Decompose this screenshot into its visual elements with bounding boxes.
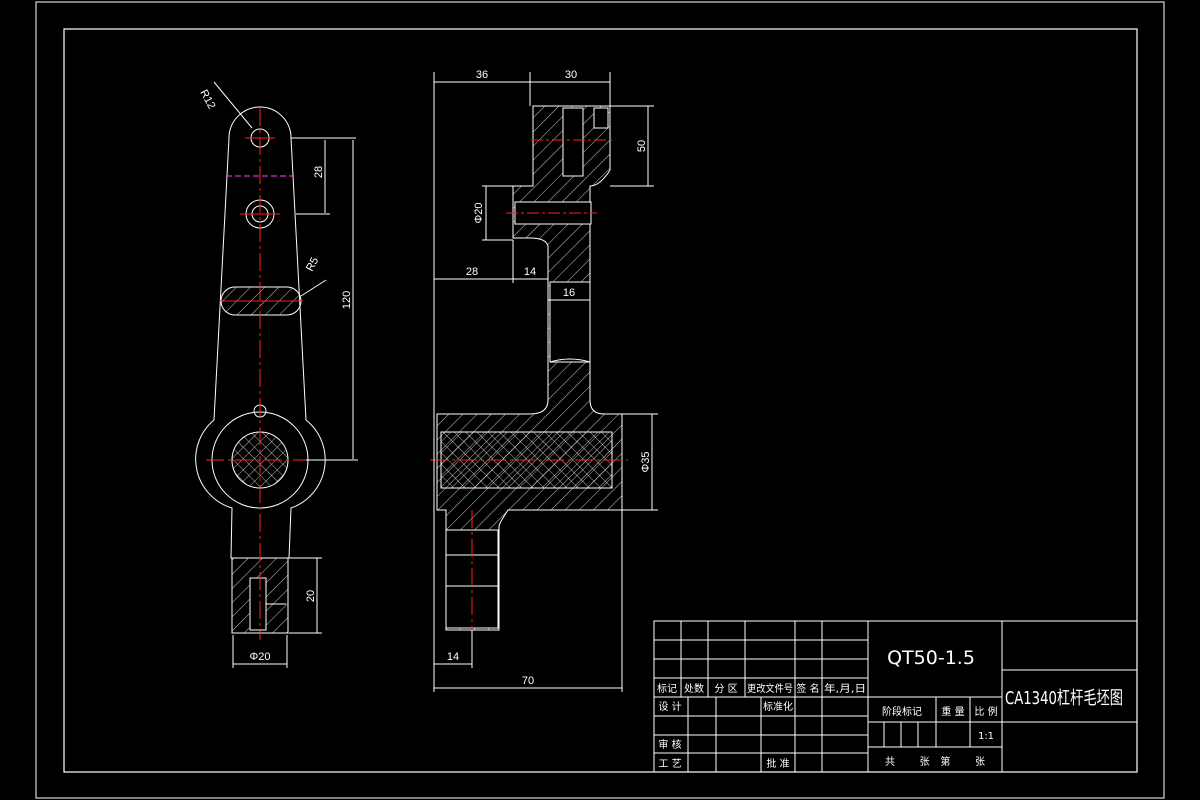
- dim-36: 36: [476, 69, 488, 81]
- front-view: [195, 81, 358, 668]
- tb-process: 工 艺: [658, 758, 681, 770]
- tb-stage-mark: 阶段标记: [882, 705, 922, 718]
- material-label: QT50-1.5: [887, 647, 975, 669]
- tb-scale-label: 比 例: [974, 705, 997, 718]
- tb-scale-value: 1:1: [978, 731, 994, 742]
- dim-30-top: 30: [565, 69, 577, 81]
- dim-50: 50: [636, 140, 648, 152]
- dim-phi20-mid: Φ20: [473, 202, 485, 223]
- web: [549, 281, 591, 363]
- tb-approve: 批 准: [766, 757, 789, 770]
- dim-14-b: 14: [447, 651, 459, 663]
- tb-mark: 标记: [657, 683, 677, 695]
- tb-review: 审 核: [658, 738, 681, 751]
- dim-70: 70: [522, 675, 534, 687]
- dim-phi20-bottom: Φ20: [249, 651, 270, 663]
- tb-count: 处数: [684, 682, 704, 695]
- tb-design: 设 计: [658, 700, 681, 713]
- bottom-slot: [249, 577, 267, 631]
- outer-border: [35, 1, 1165, 799]
- tb-date: 年,月,日: [824, 682, 866, 695]
- dim-r5: R5: [304, 255, 321, 273]
- title-block: [653, 620, 1138, 773]
- tb-weight: 重 量: [941, 705, 964, 718]
- dim-16: 16: [563, 287, 575, 299]
- tb-zone: 分 区: [714, 683, 737, 695]
- dim-phi35: Φ35: [640, 451, 652, 472]
- tb-sheet-info: 共 张 第 张: [885, 755, 985, 768]
- dim-28-right: 28: [466, 266, 478, 278]
- dim-28-left: 28: [313, 166, 325, 178]
- top-boss: [436, 105, 623, 631]
- tb-docno: 更改文件号: [747, 682, 793, 695]
- title-block-text: QT50-1.5 CA1340杠杆毛坯图 标记 处数 分 区 更改文件号 签 名…: [657, 647, 1123, 770]
- drawing-title: CA1340杠杆毛坯图: [1005, 688, 1123, 709]
- dim-120: 120: [341, 291, 353, 309]
- top-hole-section: [562, 107, 584, 177]
- dim-r12: R12: [197, 88, 217, 111]
- tb-sign: 签 名: [796, 682, 819, 695]
- dim-20-side: 20: [305, 590, 317, 602]
- lever-outline: [195, 106, 326, 559]
- tb-standard: 标准化: [763, 700, 793, 713]
- dim-14-a: 14: [524, 266, 536, 278]
- inner-border: [63, 28, 1138, 773]
- section-view: [430, 72, 658, 692]
